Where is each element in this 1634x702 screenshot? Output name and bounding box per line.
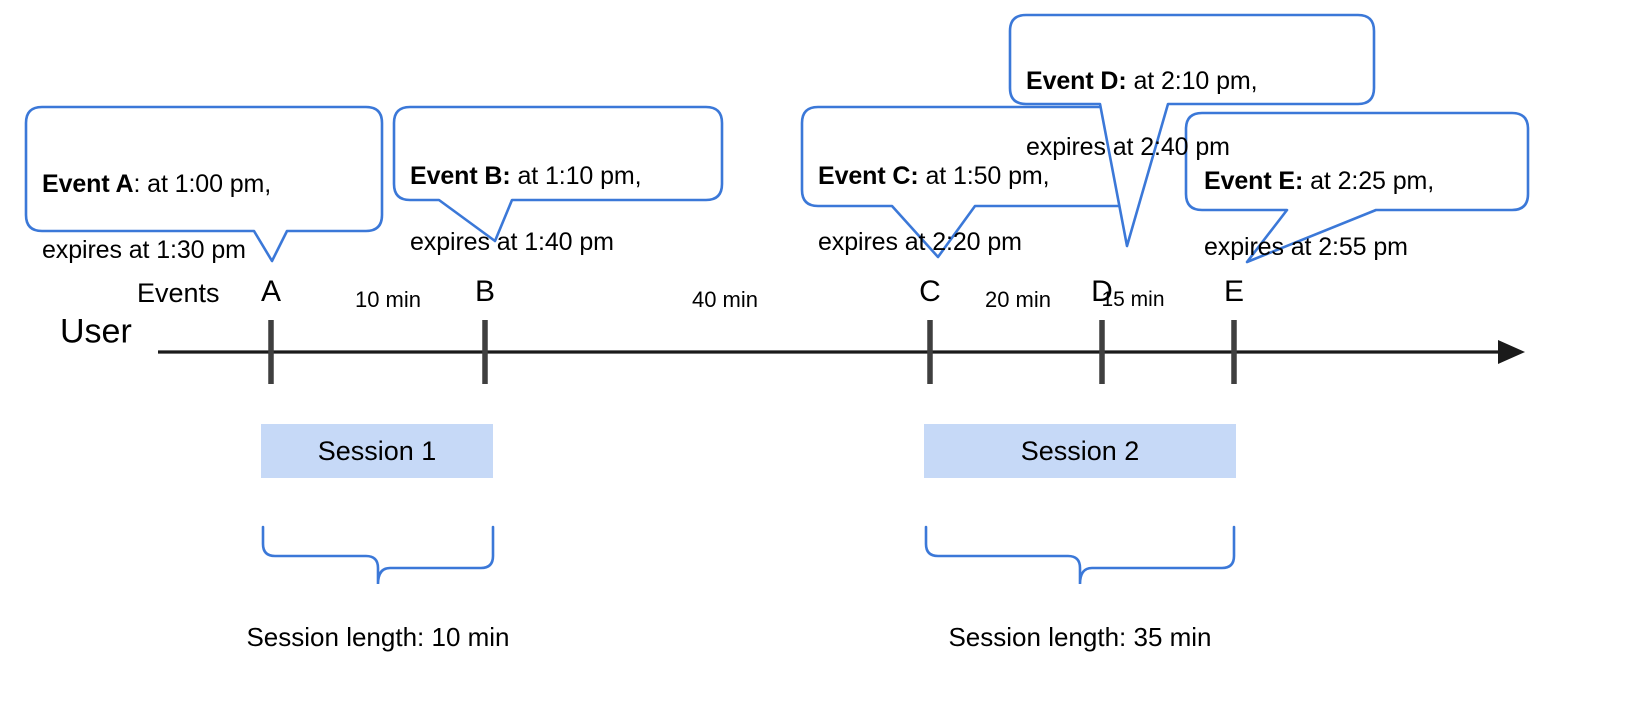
callout-bubble-b (392, 105, 724, 243)
session-length-2: Session length: 35 min (948, 622, 1212, 652)
session-length-1: Session length: 10 min (246, 622, 510, 652)
callout-bubble-a (24, 105, 384, 263)
callout-d-line1: Event D: at 2:10 pm, (1026, 67, 1258, 95)
event-ticks (268, 320, 1237, 384)
callout-bubble-e (1184, 111, 1530, 264)
callout-a-bold: Event A (42, 170, 134, 198)
callout-a-line1: Event A: at 1:00 pm, (42, 170, 271, 198)
callout-text-c: Event C: at 1:50 pm, expires at 2:20 pm (818, 127, 1134, 259)
callout-text-b: Event B: at 1:10 pm, expires at 1:40 pm (410, 127, 720, 259)
gap-label-cd: 20 min (984, 287, 1052, 312)
gap-label-de: 15 min (1101, 288, 1165, 311)
callout-c-time: at 1:50 pm, (925, 162, 1050, 190)
gap-label-ab: 10 min (354, 287, 422, 312)
callout-a-time: at 1:00 pm, (147, 170, 272, 198)
event-letter-a: A (260, 275, 281, 308)
callout-c-bold: Event C: (818, 162, 919, 190)
timeline-axis (158, 340, 1525, 364)
event-letter-c: C (919, 275, 941, 308)
event-letter-d: D (1091, 275, 1113, 308)
session-bracket-2 (924, 525, 1236, 585)
session-box-2: Session 2 (924, 424, 1236, 478)
callout-bubble-d (1008, 13, 1376, 248)
session-box-1: Session 1 (261, 424, 493, 478)
callout-c-line2: expires at 2:20 pm (818, 228, 1022, 256)
axis-arrowhead (1498, 340, 1525, 364)
callout-text-a: Event A: at 1:00 pm, expires at 1:30 pm (42, 135, 378, 267)
callout-text-d: Event D: at 2:10 pm, expires at 2:40 pm (1026, 32, 1366, 164)
callout-e-bold: Event E: (1204, 167, 1304, 195)
callout-a-rest: : (133, 170, 148, 198)
callout-b-time: at 1:10 pm, (517, 162, 642, 190)
callout-b-line1: Event B: at 1:10 pm, (410, 162, 642, 190)
callout-b-line2: expires at 1:40 pm (410, 228, 614, 256)
event-letter-b: B (474, 275, 495, 308)
event-letter-e: E (1223, 275, 1244, 308)
events-label: Events (137, 278, 220, 308)
callout-d-line2: expires at 2:40 pm (1026, 133, 1230, 161)
callout-c-line1: Event C: at 1:50 pm, (818, 162, 1050, 190)
callout-text-e: Event E: at 2:25 pm, expires at 2:55 pm (1204, 132, 1522, 264)
session-bracket-1 (261, 525, 495, 585)
callout-e-line1: Event E: at 2:25 pm, (1204, 167, 1434, 195)
axis-row-label: User (60, 312, 132, 351)
callout-e-time: at 2:25 pm, (1310, 167, 1435, 195)
callout-d-time: at 2:10 pm, (1133, 67, 1258, 95)
callout-b-bold: Event B: (410, 162, 511, 190)
callout-d-bold: Event D: (1026, 67, 1127, 95)
callout-a-line2: expires at 1:30 pm (42, 236, 246, 264)
gap-label-bc: 40 min (691, 287, 759, 312)
callout-e-line2: expires at 2:55 pm (1204, 233, 1408, 261)
